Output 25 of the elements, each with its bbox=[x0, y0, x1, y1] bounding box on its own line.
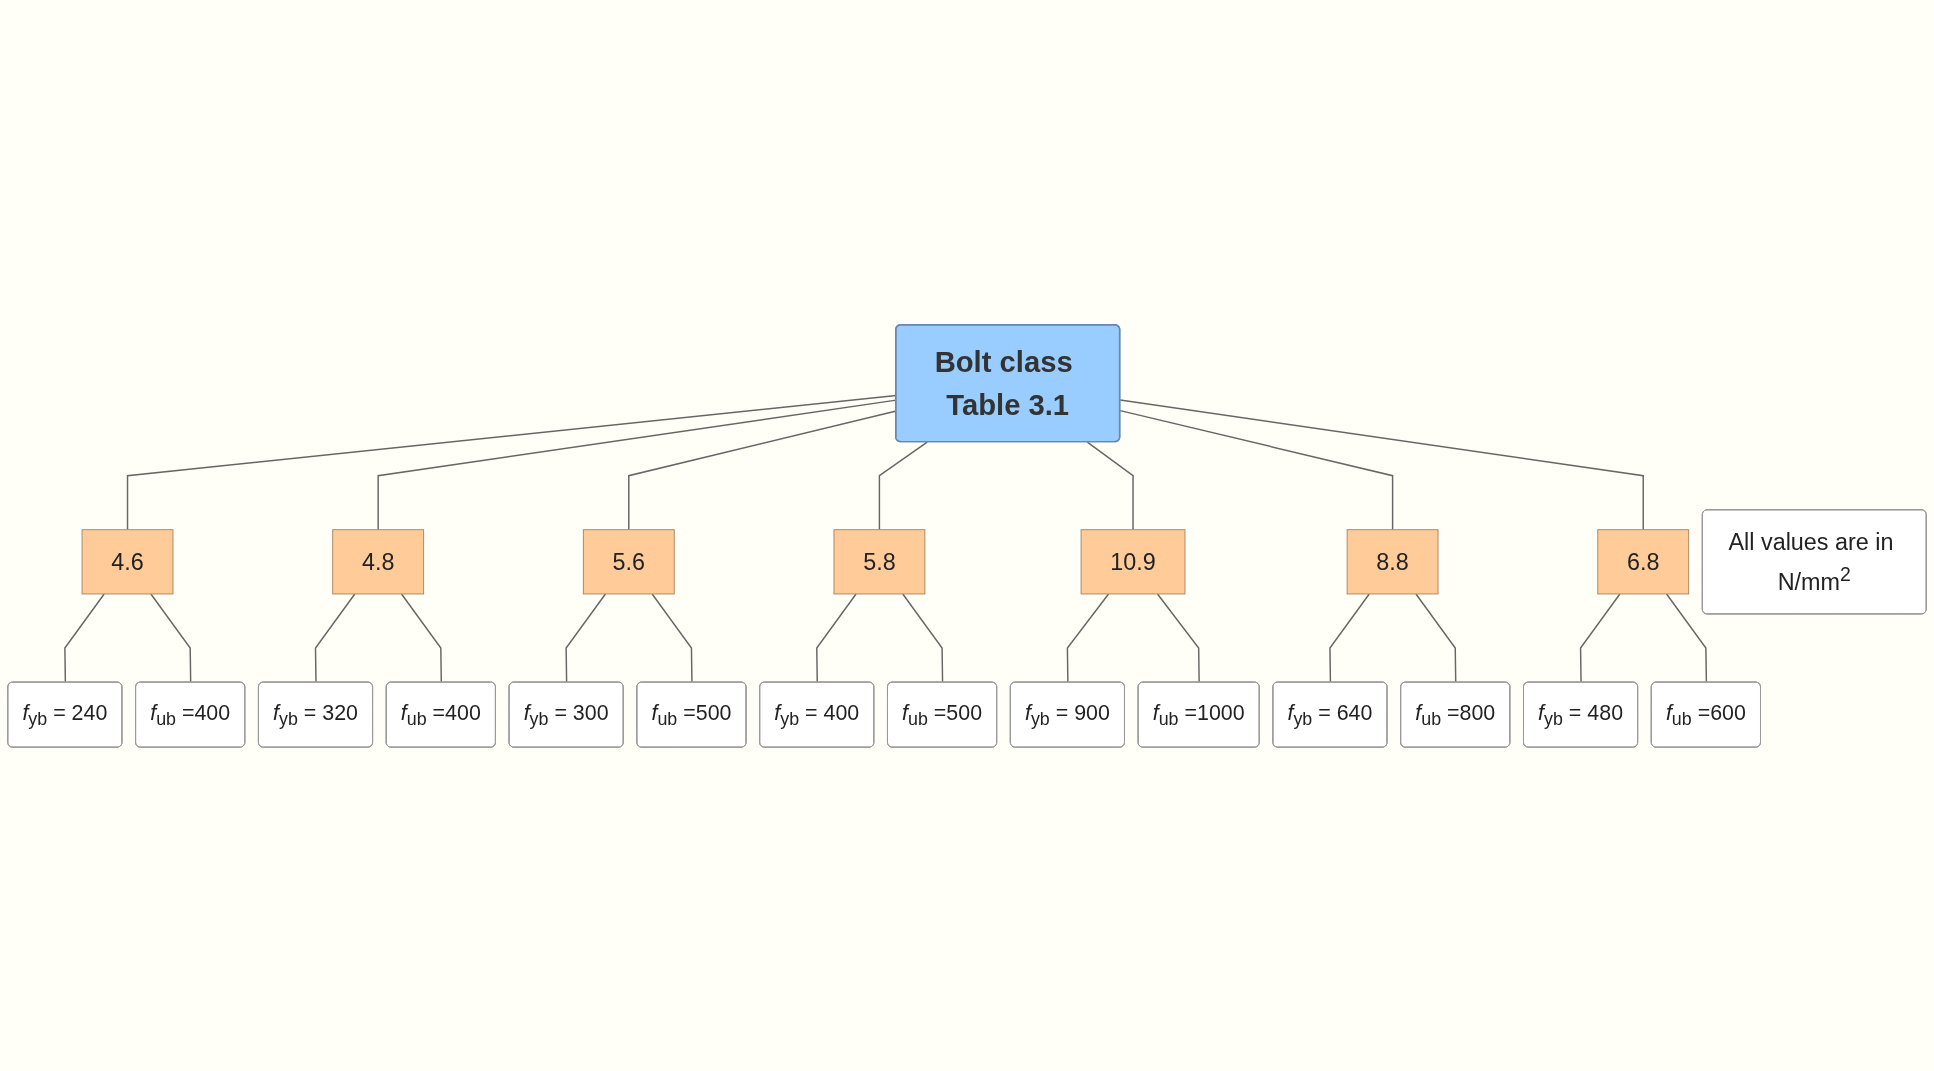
connector bbox=[64, 592, 105, 683]
connector bbox=[902, 592, 944, 683]
connector bbox=[878, 440, 928, 530]
connector bbox=[1066, 592, 1110, 683]
node-box: 5.8 bbox=[833, 528, 926, 594]
node-box: 4.6 bbox=[81, 528, 174, 594]
connector bbox=[1579, 592, 1621, 683]
node-box: 10.9 bbox=[1080, 528, 1186, 594]
connector bbox=[1119, 409, 1394, 530]
connector bbox=[816, 592, 857, 683]
connector bbox=[1086, 440, 1134, 530]
connector bbox=[651, 592, 693, 683]
node-box: 5.6 bbox=[582, 528, 675, 594]
connector bbox=[400, 592, 443, 683]
node-box: 8.8 bbox=[1346, 528, 1439, 594]
connector bbox=[1665, 592, 1708, 683]
connector bbox=[1119, 398, 1644, 530]
connector bbox=[565, 592, 607, 683]
node-box: 4.8 bbox=[332, 528, 425, 594]
connector bbox=[1156, 592, 1200, 683]
connector bbox=[314, 592, 356, 683]
connector bbox=[1415, 592, 1457, 683]
node-box: 6.8 bbox=[1597, 528, 1690, 594]
connector bbox=[1329, 592, 1370, 683]
connector bbox=[150, 592, 192, 683]
